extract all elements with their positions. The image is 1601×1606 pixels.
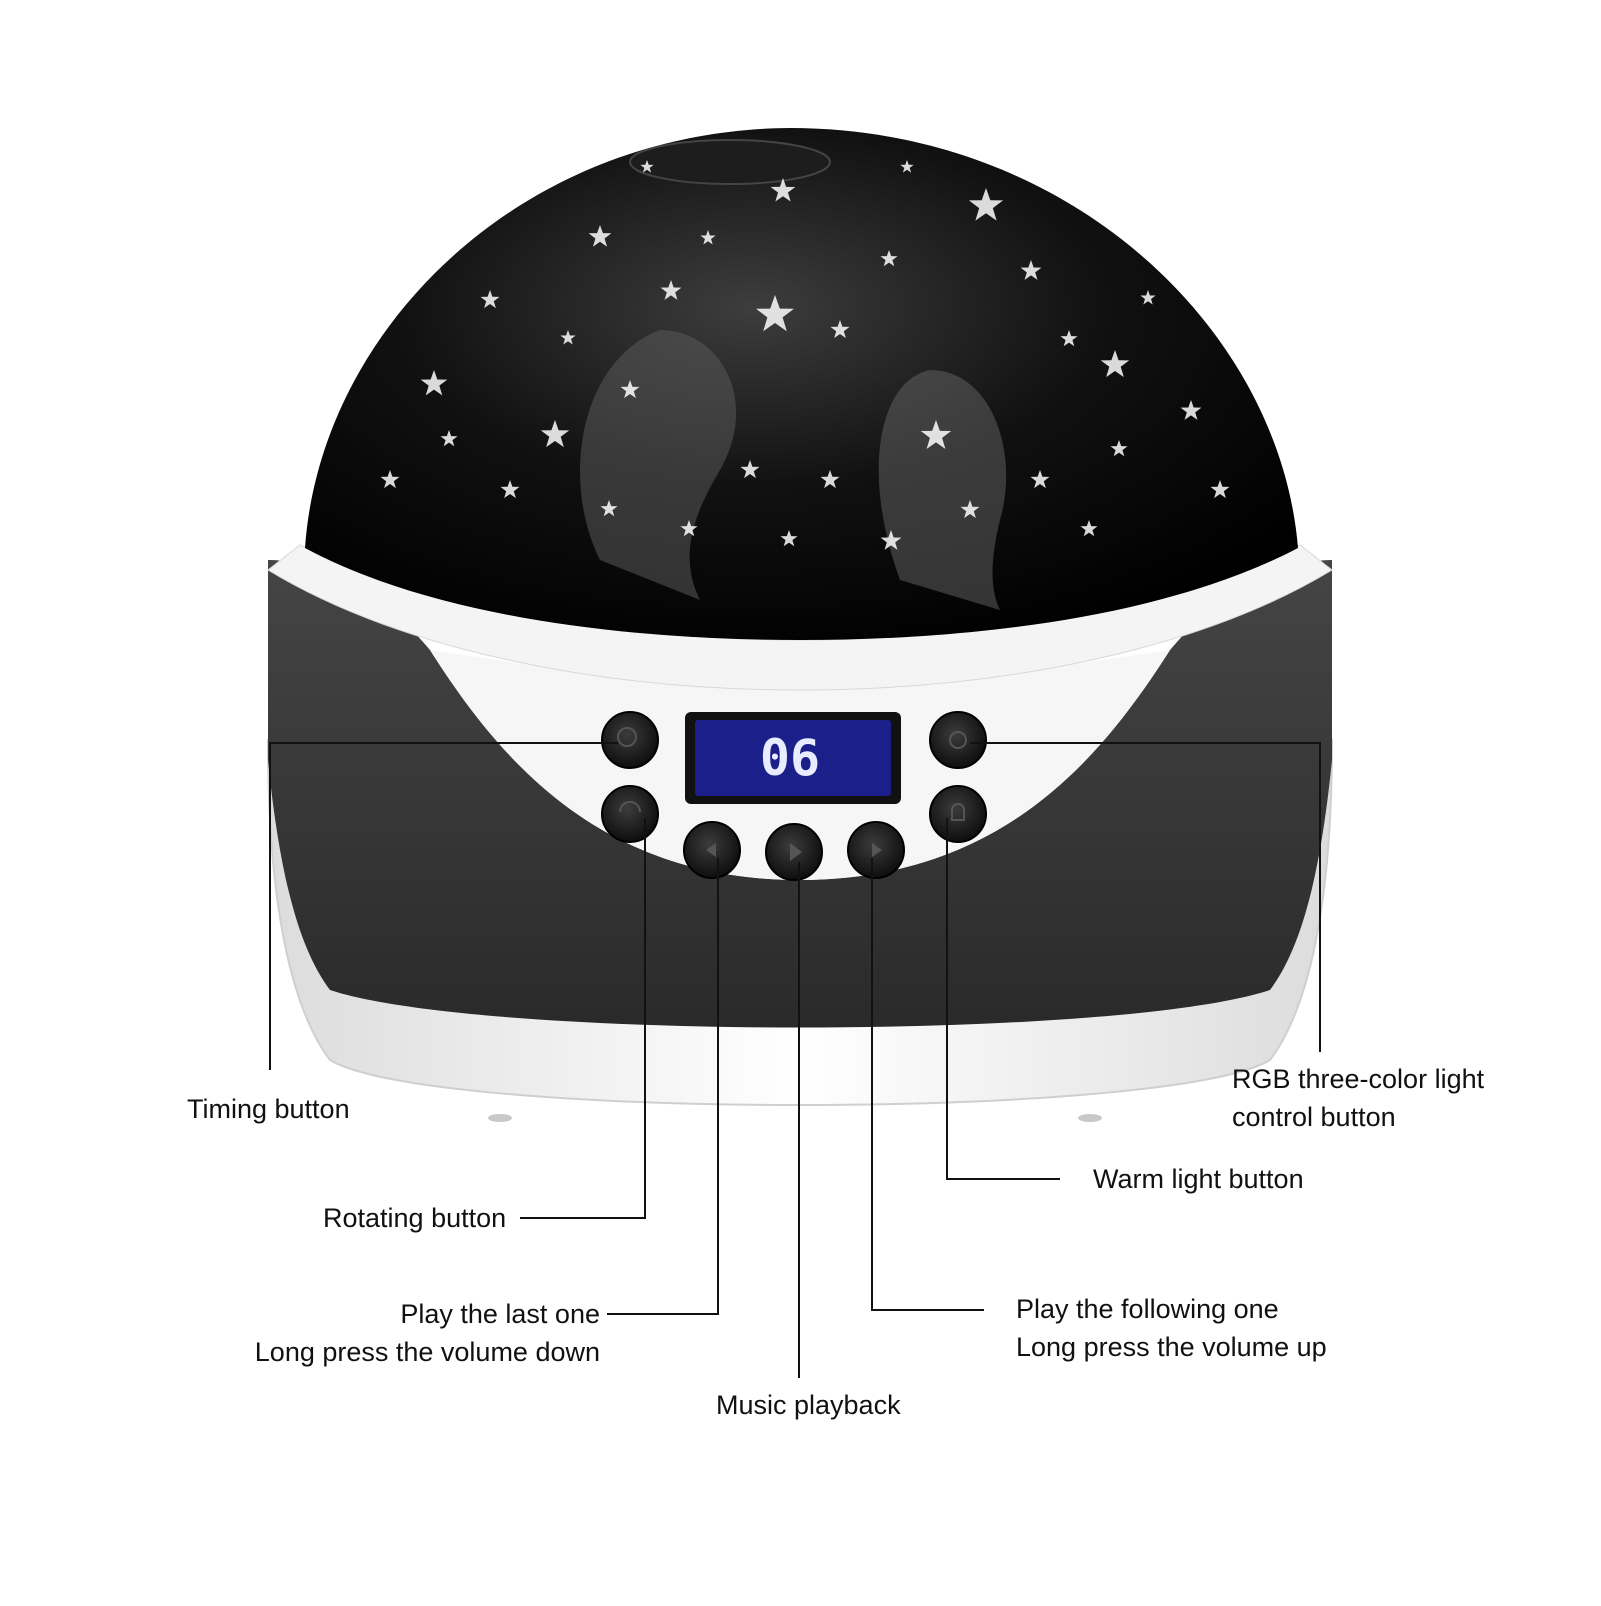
leader-line-warm [946, 818, 1060, 1180]
label-rotating-text: Rotating button [323, 1203, 507, 1233]
leader-line-timing [269, 742, 618, 1070]
leader-line-next [871, 858, 984, 1311]
label-timing-button: Timing button [187, 1090, 350, 1128]
base-foot-left [488, 1114, 512, 1122]
label-previous-line2: Long press the volume down [254, 1337, 600, 1367]
label-warm-text: Warm light button [1093, 1164, 1304, 1194]
lcd-digits: 06 [760, 729, 820, 787]
label-rgb-line1: RGB three-color light [1232, 1064, 1485, 1094]
dark-band [268, 560, 1332, 1028]
leader-line-previous [607, 858, 719, 1315]
leader-lines [269, 742, 1321, 1378]
leader-line-rotating [520, 818, 646, 1219]
lcd-screen [695, 720, 891, 796]
label-previous-line1: Play the last one [400, 1299, 600, 1329]
leader-line-rgb [970, 742, 1321, 1052]
label-previous-button: Play the last one Long press the volume … [230, 1295, 600, 1371]
label-rgb-light-button: RGB three-color light control button [1232, 1060, 1484, 1136]
dome-highlight-left [580, 330, 737, 600]
label-rgb-line2: control button [1232, 1102, 1396, 1132]
next-button[interactable] [847, 821, 905, 879]
timing-button[interactable] [601, 711, 659, 769]
label-next-button: Play the following one Long press the vo… [1016, 1290, 1327, 1366]
rgb-light-button[interactable] [929, 711, 987, 769]
star-dome [305, 128, 1298, 640]
warm-light-button[interactable] [929, 785, 987, 843]
label-rotating-button: Rotating button [323, 1199, 506, 1237]
label-next-line2: Long press the volume up [1016, 1332, 1327, 1362]
label-next-line1: Play the following one [1016, 1294, 1279, 1324]
base-foot-right [1078, 1114, 1102, 1122]
label-music-playback: Music playback [716, 1386, 901, 1424]
previous-button[interactable] [683, 821, 741, 879]
play-button[interactable] [765, 823, 823, 881]
rotating-button[interactable] [601, 785, 659, 843]
label-timing-text: Timing button [187, 1094, 350, 1124]
label-warm-light-button: Warm light button [1093, 1160, 1304, 1198]
label-music-text: Music playback [716, 1390, 901, 1420]
dome-highlight-right [878, 370, 1007, 610]
dome-top-slot [629, 139, 831, 185]
